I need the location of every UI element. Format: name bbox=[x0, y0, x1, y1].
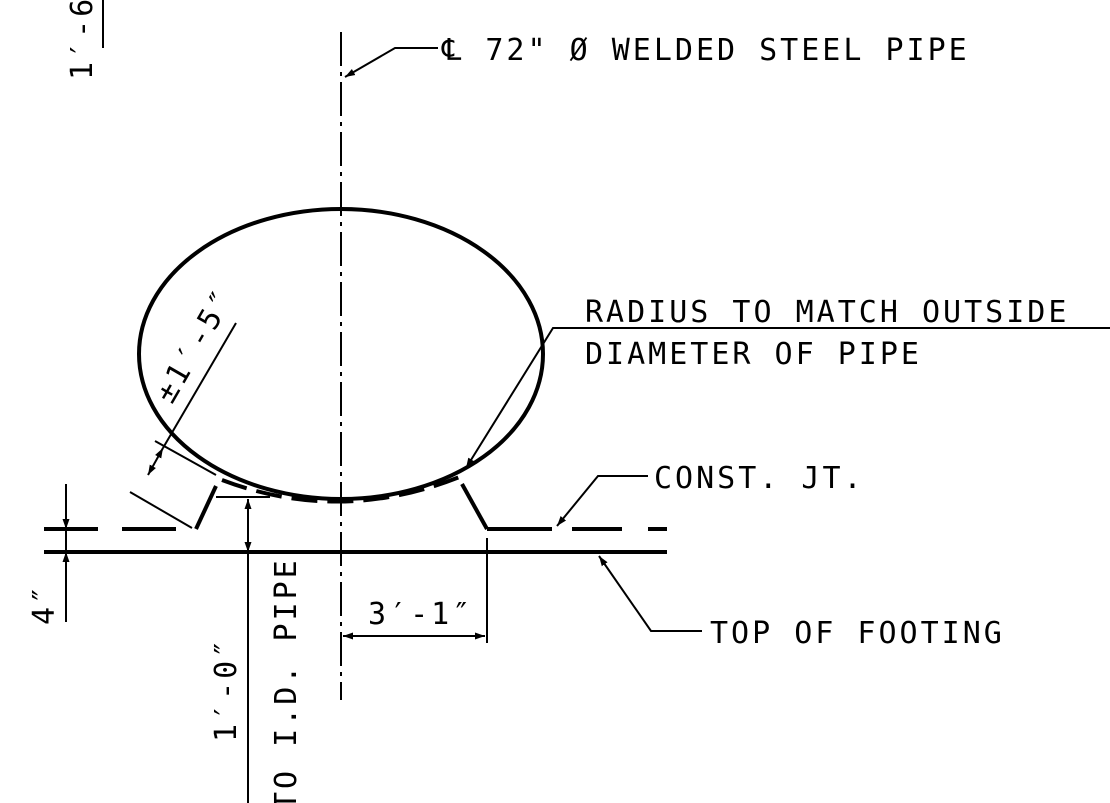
half-saddle-dimension: 3′-1″ bbox=[343, 538, 488, 643]
saddle-width-dimension-text: ±1′-5″ bbox=[149, 282, 242, 409]
radius-leader: RADIUS TO MATCH OUTSIDE DIAMETER OF PIPE bbox=[465, 295, 1110, 469]
top-of-footing-leader: TOP OF FOOTING bbox=[598, 555, 1005, 651]
to-id-pipe-text: TO I.D. PIPE bbox=[269, 557, 304, 803]
construction-joint-label: CONST. JT. bbox=[654, 461, 865, 496]
pipe-outline bbox=[137, 207, 545, 501]
joint-depth-dimension-text: 4″ bbox=[27, 583, 62, 625]
radius-label-line1: RADIUS TO MATCH OUTSIDE bbox=[585, 295, 1069, 330]
radius-label-line2: DIAMETER OF PIPE bbox=[585, 337, 922, 372]
invert-height-dimension-text: 1′-0″ bbox=[209, 637, 244, 742]
half-saddle-dimension-text: 3′-1″ bbox=[368, 597, 473, 632]
invert-height-dimension: 1′-0″ TO I.D. PIPE bbox=[209, 499, 304, 803]
centerline-leader: ℄ 72" Ø WELDED STEEL PIPE bbox=[344, 33, 970, 78]
top-left-dimension-text: 1′-6″ bbox=[65, 0, 100, 80]
top-left-dimension: 1′-6″ bbox=[65, 0, 104, 80]
concrete-saddle bbox=[194, 474, 489, 530]
top-of-footing-label: TOP OF FOOTING bbox=[710, 616, 1005, 651]
joint-depth-dimension: 4″ bbox=[27, 484, 70, 625]
centerline-label: ℄ 72" Ø WELDED STEEL PIPE bbox=[441, 33, 970, 68]
construction-joint-leader: CONST. JT. bbox=[556, 461, 865, 527]
